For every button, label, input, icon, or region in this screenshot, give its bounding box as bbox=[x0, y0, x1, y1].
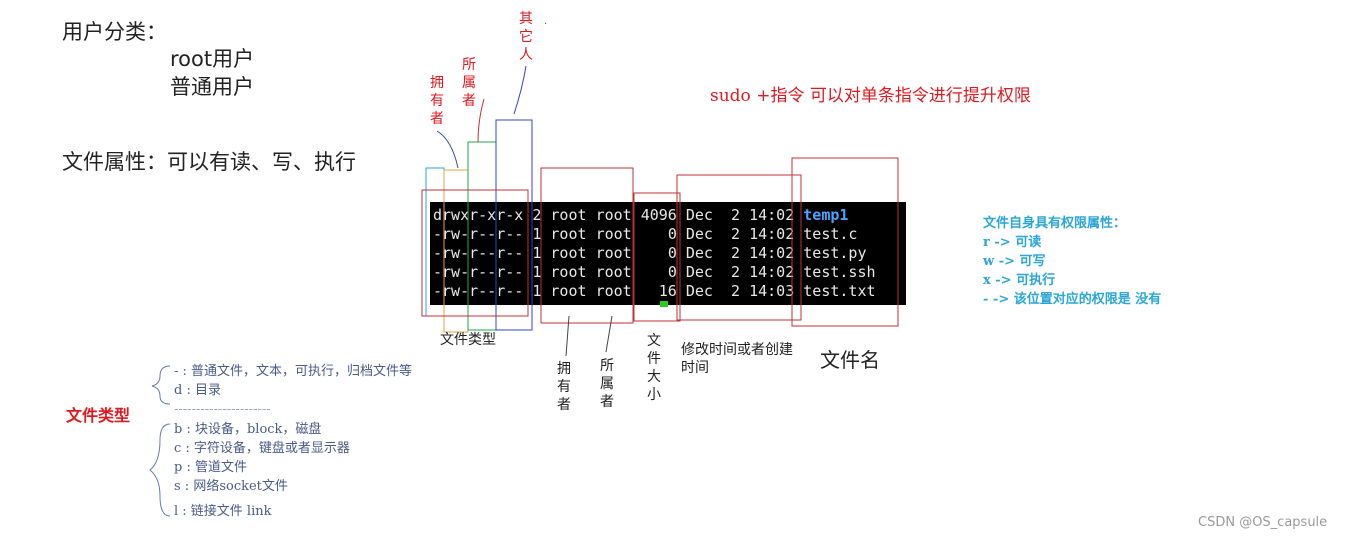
size-label: 文 件 大 小 bbox=[647, 333, 661, 403]
file-types-separator: ---------------------- bbox=[174, 402, 271, 417]
file-type-item: s : 网络socket文件 bbox=[174, 479, 288, 494]
filename-box bbox=[791, 157, 899, 327]
owner-group-box bbox=[540, 167, 634, 324]
owner-label: 拥 有 者 bbox=[557, 361, 571, 413]
legend-item: r -> 可读 bbox=[983, 235, 1042, 250]
file-type-item: p : 管道文件 bbox=[174, 460, 247, 475]
terminal-row: -rw-r--r-- 1 root root 0 Dec 2 14:02 tes… bbox=[433, 225, 858, 243]
terminal-cursor bbox=[660, 301, 668, 307]
permission-legend: 文件自身具有权限属性： r -> 可读 w -> 可写 x -> 可执行 - -… bbox=[983, 214, 1161, 309]
watermark: CSDN @OS_capsule bbox=[1198, 515, 1328, 530]
legend-item: x -> 可执行 bbox=[983, 273, 1056, 288]
owner-label-top: 拥 有 者 bbox=[430, 75, 444, 127]
filename-label: 文件名 bbox=[820, 348, 880, 372]
file-types-group2: b : 块设备，block，磁盘 c : 字符设备，键盘或者显示器 p : 管道… bbox=[174, 420, 350, 521]
normal-user-label: 普通用户 bbox=[170, 75, 254, 99]
sudo-note: sudo +指令 可以对单条指令进行提升权限 bbox=[710, 86, 1031, 106]
owner-perm-box bbox=[443, 169, 469, 333]
file-type-label: 文件类型 bbox=[440, 332, 496, 348]
terminal-row: -rw-r--r-- 1 root root 0 Dec 2 14:02 tes… bbox=[433, 263, 876, 281]
group-label: 所 属 者 bbox=[600, 358, 614, 410]
size-box bbox=[633, 192, 681, 322]
stray-dot: . bbox=[544, 16, 548, 27]
file-attributes-heading: 文件属性：可以有读、写、执行 bbox=[62, 150, 356, 174]
time-box bbox=[676, 174, 802, 321]
file-type-item: d : 目录 bbox=[174, 383, 221, 398]
others-pointer bbox=[513, 65, 527, 115]
brace-top bbox=[151, 365, 171, 405]
legend-title: 文件自身具有权限属性： bbox=[983, 216, 1127, 231]
perm-box bbox=[421, 189, 529, 317]
file-type-item: l : 链接文件 link bbox=[174, 504, 272, 519]
brace-bottom bbox=[149, 423, 171, 517]
legend-item: w -> 可写 bbox=[983, 254, 1046, 269]
file-types-group1: - : 普通文件，文本，可执行，归档文件等 d : 目录 bbox=[174, 362, 412, 400]
user-types-heading: 用户分类： bbox=[62, 20, 167, 44]
group-label-top: 所 属 者 bbox=[462, 57, 476, 109]
terminal-listing: drwxr-xr-x 2 root root 4096 Dec 2 14:02 … bbox=[430, 202, 906, 305]
terminal-row: drwxr-xr-x 2 root root 4096 Dec 2 14:02 … bbox=[433, 206, 849, 224]
file-type-item: c : 字符设备，键盘或者显示器 bbox=[174, 441, 350, 456]
owner-pointer bbox=[436, 130, 459, 169]
group-perm-box bbox=[467, 141, 497, 331]
file-type-item: b : 块设备，block，磁盘 bbox=[174, 422, 322, 437]
terminal-row: -rw-r--r-- 1 root root 0 Dec 2 14:02 tes… bbox=[433, 244, 867, 262]
terminal-row: -rw-r--r-- 1 root root 16 Dec 2 14:03 te… bbox=[433, 282, 876, 300]
group-pointer bbox=[477, 98, 485, 143]
others-label-top: 其 它 人 bbox=[519, 11, 533, 63]
root-user-label: root用户 bbox=[170, 47, 255, 71]
mtime-label: 修改时间或者创建 时间 bbox=[681, 342, 793, 376]
file-type-item: - : 普通文件，文本，可执行，归档文件等 bbox=[174, 364, 413, 379]
others-perm-box bbox=[495, 119, 533, 331]
legend-item: - -> 该位置对应的权限是 没有 bbox=[983, 292, 1162, 307]
file-types-title: 文件类型 bbox=[66, 406, 131, 425]
